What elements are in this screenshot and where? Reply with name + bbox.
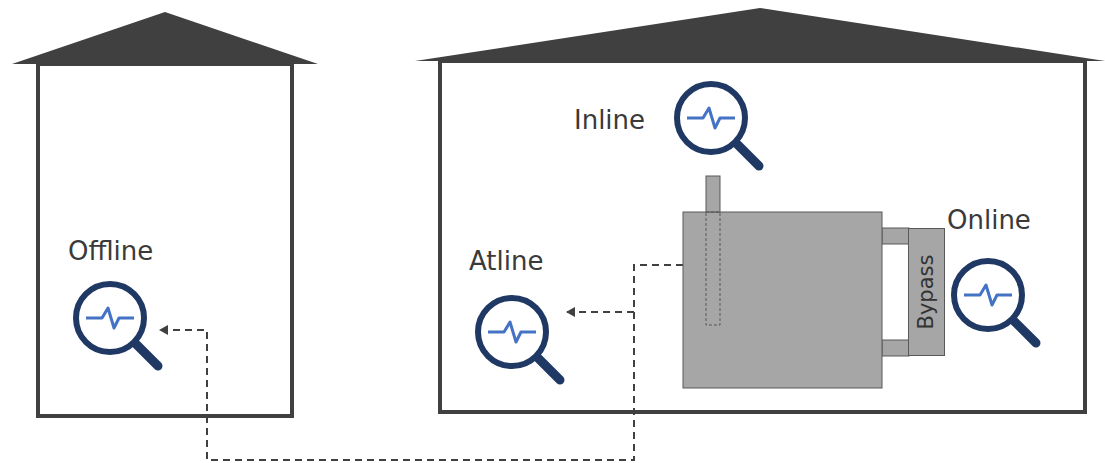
- method-label: Inline: [574, 105, 645, 136]
- sample-line: [567, 265, 683, 312]
- measurement-label: Online: [947, 205, 1031, 236]
- bypass-label: Bypass: [914, 255, 939, 330]
- measurement-label: Atline: [469, 246, 543, 277]
- bypass-box: Bypass: [908, 228, 945, 356]
- house-wall: [440, 61, 1085, 412]
- probe: [706, 212, 720, 325]
- magnifier-icon: [76, 284, 158, 366]
- magnifier-icon: [478, 298, 560, 380]
- roof: [12, 12, 318, 64]
- method-label: Atline: [469, 246, 543, 277]
- pipe: [882, 228, 909, 244]
- magnifier-icon: [954, 261, 1036, 343]
- sample-line: [160, 312, 634, 460]
- house-wall: [38, 64, 292, 416]
- magnifier-icon: [677, 84, 759, 166]
- method-label: Offline: [68, 236, 153, 267]
- measurement-label: Offline: [68, 236, 153, 267]
- pipe: [882, 340, 909, 356]
- measurement-label: Inline: [574, 105, 645, 136]
- probe: [706, 176, 720, 212]
- vessel: [683, 212, 882, 388]
- method-label: Online: [947, 205, 1031, 236]
- roof: [415, 8, 1105, 61]
